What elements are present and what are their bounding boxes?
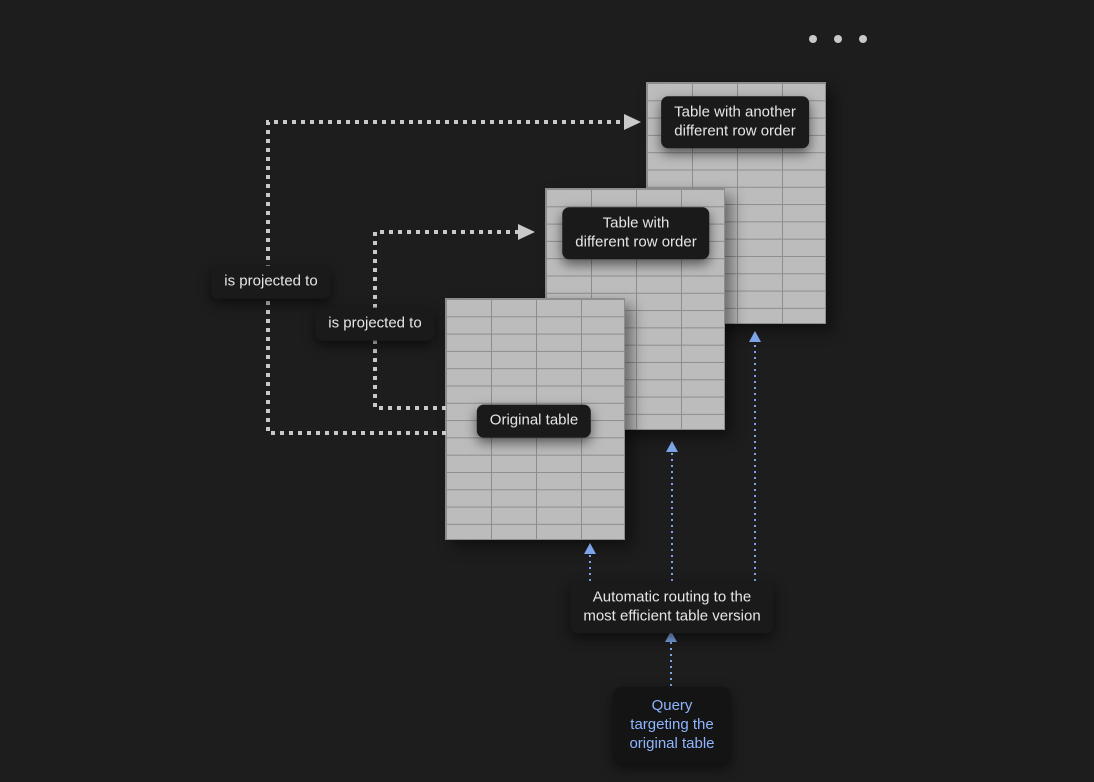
- table-label-original: Original table: [476, 404, 592, 438]
- routing-arrow-middle-table-head: [666, 441, 678, 452]
- edge-label-projected-outer: is projected to: [211, 265, 331, 299]
- table-label-different-row-order: Table with different row order: [562, 207, 710, 259]
- table-label-another-row-order: Table with another different row order: [661, 96, 809, 148]
- routing-arrow-top-table-head: [749, 331, 761, 342]
- slide-progress-dots: [809, 35, 867, 43]
- query-note: Query targeting the original table: [613, 686, 731, 764]
- projection-arrow-inner-head: [518, 224, 535, 240]
- progress-dot-3[interactable]: [859, 35, 867, 43]
- edge-label-projected-inner: is projected to: [315, 307, 435, 341]
- routing-note: Automatic routing to the most efficient …: [570, 581, 774, 633]
- progress-dot-1[interactable]: [809, 35, 817, 43]
- progress-dot-2[interactable]: [834, 35, 842, 43]
- routing-arrow-original-table-head: [584, 543, 596, 554]
- projection-arrow-outer-head: [624, 114, 641, 130]
